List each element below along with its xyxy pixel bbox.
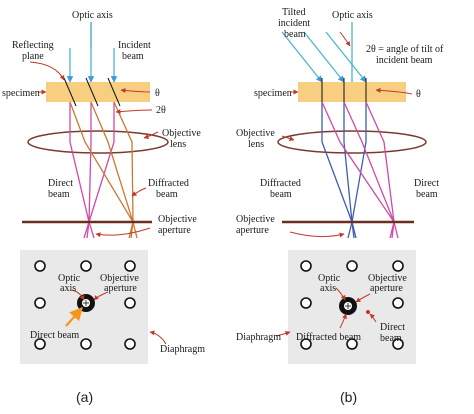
tilt-note-1: 2θ = angle of tilt of xyxy=(366,44,444,55)
specimen-label-b: specimen xyxy=(254,88,292,99)
objective-lens xyxy=(27,130,169,154)
direct-beam-small-label-b-1: Direct xyxy=(380,322,405,333)
panel-a: Optic axis Reflecting plane Incident bea… xyxy=(2,10,205,405)
diaphragm-holes xyxy=(34,260,136,350)
reflecting-planes-b xyxy=(321,78,367,106)
direct-beam-label-1: Direct xyxy=(48,178,73,189)
direct-beam-label-2: beam xyxy=(48,189,70,200)
diffracted-pointer xyxy=(131,187,147,197)
diffracted-beam-small-label-b: Diffracted beam xyxy=(296,332,361,343)
tilted-label-2: incident xyxy=(278,18,310,29)
direct-beam-label-b-2: beam xyxy=(416,189,438,200)
theta-pointer-b xyxy=(375,87,413,95)
objective-lens-label-b-1: Objective xyxy=(236,128,275,139)
direct-beam-label-b-1: Direct xyxy=(414,178,439,189)
direct-beam-arrow xyxy=(65,307,83,327)
obj-aperture-small-label-1: Objective xyxy=(100,273,139,284)
reflecting-planes xyxy=(63,77,121,107)
objective-aperture-label-1: Objective xyxy=(158,214,197,225)
direct-beam-small-label-b-2: beam xyxy=(380,333,402,344)
objective-lens-label-2: lens xyxy=(170,139,186,150)
aperture-pointer xyxy=(95,227,151,238)
optic-axis-label-b: Optic axis xyxy=(332,10,373,21)
diffracted-beam xyxy=(69,101,138,239)
optic-axis-small-label-b-1: Optic xyxy=(318,273,341,284)
specimen-slab xyxy=(46,82,150,102)
aperture-pointer-small-b xyxy=(355,293,371,303)
two-theta-label: 2θ xyxy=(156,105,166,116)
theta-label-b: θ xyxy=(416,89,421,100)
specimen-slab-b xyxy=(298,82,406,102)
direct-beam-spot-b xyxy=(366,310,370,314)
direct-beam-b xyxy=(321,101,399,239)
two-theta-arc xyxy=(115,109,153,115)
diffracted-beam-pointer-small-b xyxy=(339,313,347,329)
obj-aperture-small-label-2: aperture xyxy=(104,283,137,294)
diaphragm-label: Diaphragm xyxy=(160,344,205,355)
caption-a: (a) xyxy=(76,389,93,405)
optic-axis-label: Optic axis xyxy=(72,10,113,21)
objective-aperture-label-b-2: aperture xyxy=(236,225,269,236)
obj-aperture-small-label-b-2: aperture xyxy=(370,283,403,294)
diaphragm-pointer xyxy=(149,330,167,345)
aperture-pointer-small xyxy=(93,291,109,301)
diffracted-beam-label-b-2: beam xyxy=(270,189,292,200)
specimen-label: specimen xyxy=(2,88,40,99)
diaphragm-label-b: Diaphragm xyxy=(236,332,281,343)
optic-axis-small-label-2: axis xyxy=(60,283,76,294)
aperture-pointer-b xyxy=(289,231,345,238)
direct-beam-small-label: Direct beam xyxy=(30,330,79,341)
diffracted-beam-b xyxy=(321,102,367,239)
lens-pointer xyxy=(143,131,159,139)
objective-lens-label-b-2: lens xyxy=(248,139,264,150)
incident-beam-label-2: beam xyxy=(122,51,144,62)
reflecting-plane-pointer xyxy=(29,61,65,81)
tilt-angle-marker xyxy=(339,31,351,47)
optic-axis-small-label-1: Optic xyxy=(58,273,81,284)
incident-beams xyxy=(66,22,118,83)
lens-pointer-b xyxy=(281,135,295,141)
optic-axis-pointer-small xyxy=(71,289,85,301)
objective-lens-label-1: Objective xyxy=(162,128,201,139)
optic-axis-pointer-small-b xyxy=(335,287,346,301)
tilted-incident-beams xyxy=(281,31,367,83)
reflecting-plane-label-1: Reflecting xyxy=(12,40,54,51)
theta-label: θ xyxy=(155,88,160,99)
tilted-label-1: Tilted xyxy=(282,7,306,18)
diffracted-beam-label-2: beam xyxy=(156,189,178,200)
objective-lens-b xyxy=(277,130,427,154)
optic-axis-small-label-b-2: axis xyxy=(320,283,336,294)
objective-aperture-label-b-1: Objective xyxy=(236,214,275,225)
panel-b: Tilted incident beam Optic axis 2θ = ang… xyxy=(236,7,444,405)
diffracted-beam-label-1: Diffracted xyxy=(148,178,189,189)
direct-beam xyxy=(69,102,115,239)
diaphragm-pointer-b xyxy=(275,331,291,337)
diaphragm-holes-b xyxy=(300,260,404,350)
caption-b: (b) xyxy=(340,389,357,405)
theta-arc xyxy=(120,87,151,93)
reflecting-plane-label-2: plane xyxy=(22,51,44,62)
incident-beam-label-1: Incident xyxy=(118,40,151,51)
direct-beam-pointer-small-b xyxy=(369,313,377,323)
obj-aperture-small-label-b-1: Objective xyxy=(368,273,407,284)
tilt-note-2: incident beam xyxy=(376,55,433,66)
tilted-label-3: beam xyxy=(284,29,306,40)
diffracted-beam-label-b-1: Diffracted xyxy=(260,178,301,189)
objective-aperture-label-2: aperture xyxy=(158,225,191,236)
